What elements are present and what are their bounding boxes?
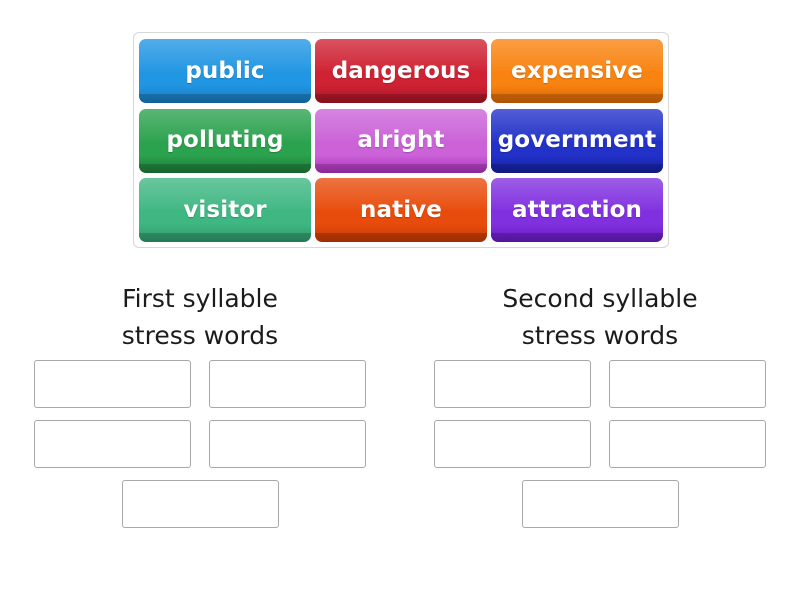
drop-slot[interactable] bbox=[34, 420, 191, 468]
word-tile-attraction[interactable]: attraction bbox=[491, 178, 663, 242]
word-bank-row-1: public dangerous expensive bbox=[139, 39, 663, 103]
drop-column-first-syllable bbox=[0, 360, 400, 540]
column-heading-second-syllable: Second syllable stress words bbox=[400, 280, 800, 354]
drop-zone-columns bbox=[0, 360, 800, 540]
word-tile-label: alright bbox=[357, 127, 445, 153]
column-heading-first-syllable: First syllable stress words bbox=[0, 280, 400, 354]
word-tile-label: native bbox=[360, 196, 442, 223]
drop-column-second-syllable bbox=[400, 360, 800, 540]
word-tile-government[interactable]: government bbox=[491, 108, 663, 173]
word-bank-container: public dangerous expensive polluting alr… bbox=[133, 32, 669, 248]
drop-slot[interactable] bbox=[434, 420, 591, 468]
word-tile-alright[interactable]: alright bbox=[315, 108, 487, 173]
word-tile-label: government bbox=[497, 127, 657, 153]
word-tile-label: attraction bbox=[511, 196, 643, 223]
drop-slot-row bbox=[34, 360, 366, 408]
drop-slot[interactable] bbox=[34, 360, 191, 408]
word-tile-native[interactable]: native bbox=[315, 178, 487, 242]
word-tile-label: polluting bbox=[166, 127, 284, 153]
drop-slot[interactable] bbox=[609, 420, 766, 468]
drop-slot-row bbox=[34, 420, 366, 468]
word-tile-dangerous[interactable]: dangerous bbox=[315, 39, 487, 103]
word-tile-label: expensive bbox=[511, 57, 643, 84]
drop-slot-row bbox=[434, 420, 766, 468]
word-tile-label: visitor bbox=[183, 196, 267, 223]
heading-line-1: Second syllable bbox=[502, 284, 698, 313]
heading-line-2: stress words bbox=[121, 321, 279, 350]
word-bank-row-3: visitor native attraction bbox=[139, 178, 663, 242]
drop-slot[interactable] bbox=[121, 480, 279, 528]
word-tile-expensive[interactable]: expensive bbox=[491, 39, 663, 103]
drop-slot-row bbox=[121, 480, 279, 528]
drop-slot[interactable] bbox=[209, 360, 366, 408]
word-tile-polluting[interactable]: polluting bbox=[139, 108, 311, 173]
word-tile-label: dangerous bbox=[331, 57, 471, 84]
drop-slot[interactable] bbox=[521, 480, 679, 528]
heading-line-2: stress words bbox=[521, 321, 679, 350]
drop-slot[interactable] bbox=[434, 360, 591, 408]
drop-slot-row bbox=[521, 480, 679, 528]
word-tile-label: public bbox=[185, 57, 265, 84]
word-tile-public[interactable]: public bbox=[139, 39, 311, 103]
drop-slot[interactable] bbox=[209, 420, 366, 468]
drop-slot-row bbox=[434, 360, 766, 408]
heading-line-1: First syllable bbox=[122, 284, 278, 313]
drop-slot[interactable] bbox=[609, 360, 766, 408]
word-bank-row-2: polluting alright government bbox=[139, 108, 663, 173]
column-headings: First syllable stress words Second sylla… bbox=[0, 280, 800, 354]
word-tile-visitor[interactable]: visitor bbox=[139, 178, 311, 242]
